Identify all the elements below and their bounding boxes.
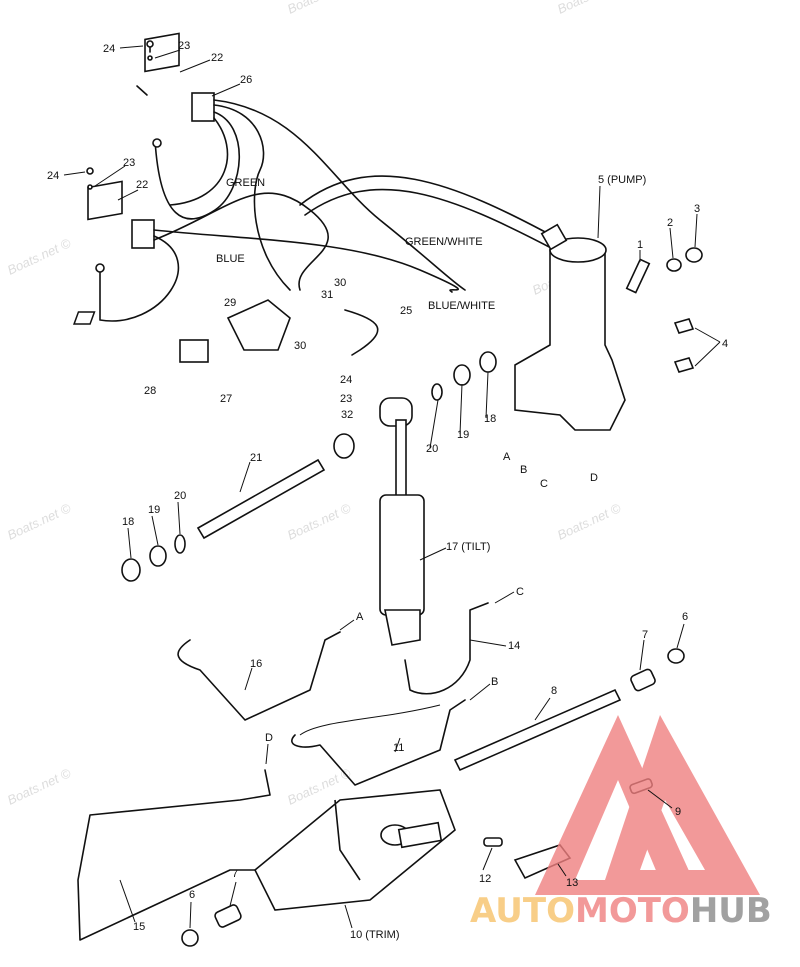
- label-31: 31: [321, 289, 333, 301]
- label-20: 20: [426, 443, 438, 455]
- watermark: Boats.net ©: [285, 0, 353, 17]
- relay-lower: [86, 167, 123, 221]
- label-14: 14: [508, 640, 520, 652]
- label-green-white: GREEN/WHITE: [405, 236, 483, 248]
- label-7: 7: [642, 629, 648, 641]
- watermark: Boats.net ©: [555, 500, 623, 543]
- label-26: 26: [240, 74, 252, 86]
- label-12: 12: [479, 873, 491, 885]
- label-7: 7: [232, 868, 238, 880]
- label-6: 6: [189, 889, 195, 901]
- callout-labels: 24 23 22 26 24 23 22 GREEN GREEN/WHITE 5…: [47, 40, 728, 941]
- label-pump: 5 (PUMP): [598, 174, 646, 186]
- label-hose-c: C: [516, 586, 524, 598]
- label-9: 9: [675, 806, 681, 818]
- bushing-7: [630, 668, 656, 692]
- label-22: 22: [211, 52, 223, 64]
- label-32: 32: [341, 409, 353, 421]
- label-23: 23: [340, 393, 352, 405]
- label-11: 11: [393, 742, 404, 754]
- label-port-c: C: [540, 478, 548, 490]
- label-28: 28: [144, 385, 156, 397]
- label-24: 24: [340, 374, 352, 386]
- label-3: 3: [694, 203, 700, 215]
- label-port-a: A: [503, 451, 511, 463]
- label-25: 25: [400, 305, 412, 317]
- label-27: 27: [220, 393, 232, 405]
- watermark: Boats.net ©: [5, 500, 73, 543]
- label-blue: BLUE: [216, 253, 245, 265]
- relay-upper: [136, 32, 180, 96]
- label-port-d: D: [590, 472, 598, 484]
- washer-19: [149, 545, 167, 567]
- label-30: 30: [334, 277, 346, 289]
- label-21: 21: [250, 452, 262, 464]
- label-23: 23: [178, 40, 190, 52]
- label-13: 13: [566, 877, 578, 889]
- label-20: 20: [174, 490, 186, 502]
- bolt-12: [483, 837, 503, 847]
- label-hose-d: D: [265, 732, 273, 744]
- label-6: 6: [682, 611, 688, 623]
- label-2: 2: [667, 217, 673, 229]
- label-30: 30: [294, 340, 306, 352]
- pin-21: [196, 458, 326, 540]
- automotohub-logo: AUTOMOTOHUB: [470, 715, 772, 931]
- nut-18: [121, 558, 141, 582]
- connector: [131, 219, 155, 249]
- watermark: Boats.net ©: [285, 500, 353, 543]
- part-28: [179, 339, 209, 363]
- label-29: 29: [224, 297, 236, 309]
- label-8: 8: [551, 685, 557, 697]
- label-tilt: 17 (TILT): [446, 541, 490, 553]
- nut-6: [667, 648, 685, 664]
- pad-29: [72, 311, 96, 325]
- wire-harness: [95, 99, 561, 322]
- label-22: 22: [136, 179, 148, 191]
- label-trim: 10 (TRIM): [350, 929, 400, 941]
- label-4: 4: [722, 338, 728, 350]
- ground-wire-25: [344, 309, 379, 356]
- label-green: GREEN: [226, 177, 265, 189]
- connector-26: [191, 92, 215, 122]
- label-24: 24: [103, 43, 115, 55]
- hydraulic-lines: [77, 602, 489, 941]
- label-hose-a: A: [356, 611, 364, 623]
- watermark: Boats.net ©: [5, 765, 73, 808]
- label-23: 23: [123, 157, 135, 169]
- pump-assembly: [514, 223, 703, 431]
- label-port-b: B: [520, 464, 527, 476]
- label-blue-white: BLUE/WHITE: [428, 300, 495, 312]
- washer-20: [174, 534, 186, 554]
- tilt-cylinder: [333, 351, 497, 646]
- logo-text: AUTOMOTOHUB: [470, 891, 772, 931]
- label-19: 19: [148, 504, 160, 516]
- shaft-8: [453, 688, 622, 772]
- bracket-27: [226, 299, 291, 351]
- label-18: 18: [484, 413, 496, 425]
- leader-lines: [63, 45, 721, 929]
- watermark: Boats.net ©: [555, 0, 623, 17]
- label-1: 1: [637, 239, 643, 251]
- label-16: 16: [250, 658, 262, 670]
- label-15: 15: [133, 921, 145, 933]
- label-24: 24: [47, 170, 59, 182]
- label-19: 19: [457, 429, 469, 441]
- watermark: Boats.net ©: [5, 235, 73, 278]
- trim-cylinder: [181, 789, 456, 947]
- label-18: 18: [122, 516, 134, 528]
- label-hose-b: B: [491, 676, 498, 688]
